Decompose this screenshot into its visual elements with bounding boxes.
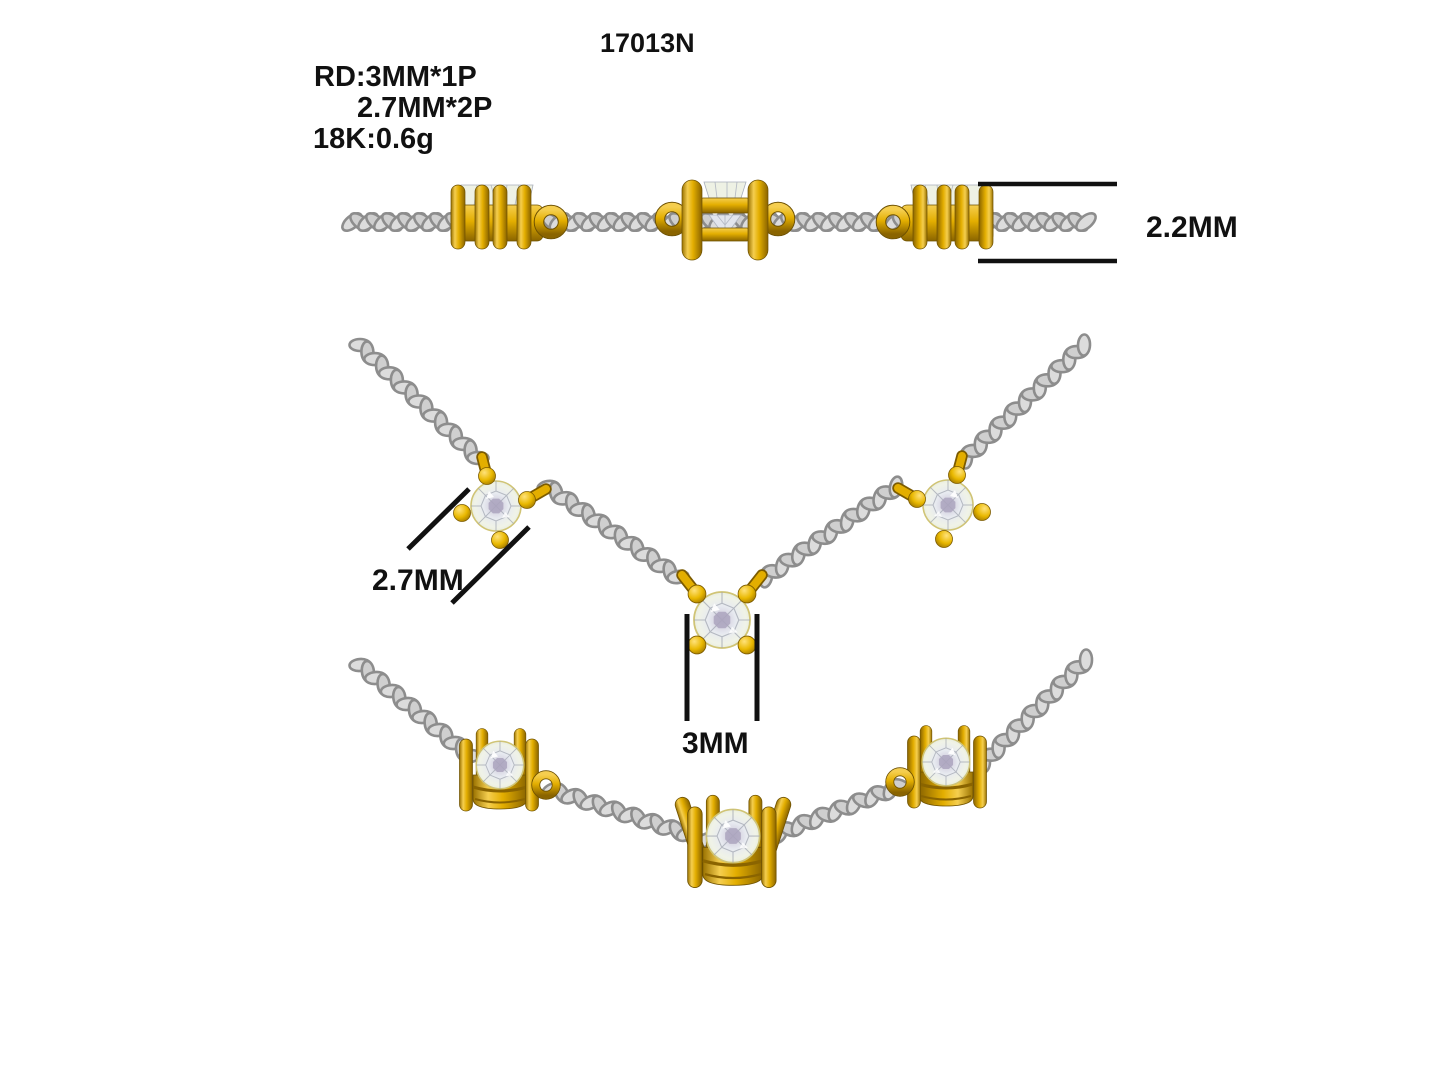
spec-metal-weight: 18K:0.6g: [313, 123, 434, 155]
basket-setting-left: [460, 729, 561, 811]
view-top-profile: 2.2MM: [341, 179, 1238, 264]
view-front: 2.7MM 3MM: [348, 333, 1092, 760]
view-perspective: [348, 648, 1094, 887]
chain-front: [348, 333, 1092, 589]
spec-stone-2: 2.7MM*2P: [357, 92, 492, 124]
setting-top-center: [655, 179, 795, 261]
side-stone-station-left: [454, 457, 547, 549]
dimension-center-stone: 3MM: [682, 614, 760, 760]
chain-link: [1075, 211, 1097, 233]
chain-link: [1076, 333, 1092, 357]
side-stone-label: 2.7MM: [372, 564, 464, 597]
side-stone-station-right: [898, 456, 991, 548]
dimension-line-lower: [450, 525, 531, 605]
chain-link: [1078, 648, 1094, 672]
center-stone-station: [676, 569, 768, 655]
spec-stone-1: RD:3MM*1P: [314, 61, 477, 93]
dimension-side-stone: 2.7MM: [372, 487, 531, 605]
basket-setting-right: [886, 726, 987, 808]
chain-width-label: 2.2MM: [1146, 211, 1238, 244]
dimension-line-upper: [406, 487, 471, 551]
center-stone-label: 3MM: [682, 727, 749, 760]
model-number: 17013N: [600, 28, 695, 58]
basket-setting-center: [672, 795, 794, 887]
dimension-chain-width: 2.2MM: [978, 181, 1238, 264]
